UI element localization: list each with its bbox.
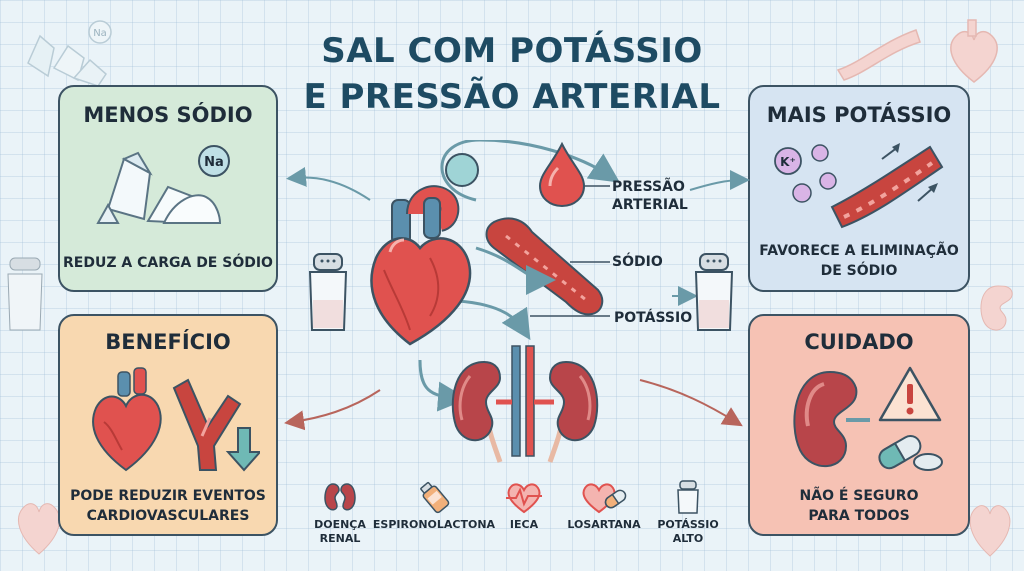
- k-badge: K⁺: [780, 155, 796, 169]
- legend-ieca: IECA: [474, 480, 574, 532]
- mais-potassio-text-line-1: FAVORECE A ELIMINAÇÃO: [759, 243, 959, 259]
- legend-losartana-line-1: LOSARTANA: [567, 518, 641, 531]
- medicine-bottle-icon: [420, 481, 450, 514]
- legend-potassio-alto-line-2: ALTO: [672, 532, 704, 545]
- sodio-label: SÓDIO: [612, 254, 663, 270]
- legend-losartana: LOSARTANA: [554, 480, 654, 532]
- legend-doenca-renal-line-2: RENAL: [319, 532, 361, 545]
- beneficio-text-line-2: CARDIOVASCULARES: [86, 508, 250, 524]
- salt-shaker-right-icon: [694, 253, 734, 331]
- legend-espironolactona: ESPIRONOLACTONA: [372, 480, 496, 532]
- arrow-to-menos-sodio: [286, 166, 371, 201]
- page-title: SAL COM POTÁSSIO E PRESSÃO ARTERIAL: [250, 28, 774, 120]
- beneficio-text: PODE REDUZIR EVENTOS CARDIOVASCULARES: [60, 486, 276, 526]
- mais-potassio-title: MAIS POTÁSSIO: [766, 103, 952, 127]
- beneficio-text-line-1: PODE REDUZIR EVENTOS: [70, 488, 266, 504]
- legend-ieca-line-1: IECA: [509, 518, 539, 531]
- cuidado-text-line-2: PARA TODOS: [808, 508, 910, 524]
- legend-potassio-alto: POTÁSSIO ALTO: [638, 480, 738, 546]
- kidneys-icon: [451, 345, 599, 463]
- potassium-vessel-icon: K⁺: [774, 143, 944, 229]
- central-diagram: [284, 140, 750, 463]
- heart-pill-icon: [582, 483, 627, 514]
- beneficio-card: BENEFÍCIO PODE REDUZIR EVENTOS CARDIOVAS…: [58, 314, 278, 536]
- salt-shaker-left-icon: [308, 253, 348, 331]
- arrow-to-mais-potassio: [689, 170, 750, 191]
- salt-shaker-decor-icon: [7, 257, 43, 331]
- legend-espironolactona-line-1: ESPIRONOLACTONA: [372, 518, 496, 531]
- cuidado-text-line-1: NÃO É SEGURO: [799, 488, 919, 504]
- mais-potassio-card: MAIS POTÁSSIO K⁺ FAVORECE A ELIMINAÇÃO D…: [748, 85, 970, 292]
- heart-pulse-icon: [506, 483, 542, 514]
- potassio-label: POTÁSSIO: [614, 310, 693, 326]
- legend-doenca-renal: DOENÇA RENAL: [290, 480, 390, 546]
- heart-decor-icon-bottom-right: [969, 505, 1011, 557]
- cuidado-text: NÃO É SEGURO PARA TODOS: [750, 486, 968, 526]
- heart-icon: [370, 185, 472, 346]
- menos-sodio-text: REDUZ A CARGA DE SÓDIO: [63, 255, 273, 271]
- corner-na-badge: Na: [93, 28, 107, 39]
- salt-crystals-icon: Na: [96, 145, 230, 225]
- cuidado-title: CUIDADO: [804, 330, 914, 354]
- heart-decor-icon: [950, 19, 998, 83]
- blood-drop-icon: [538, 141, 586, 208]
- title-line-1: SAL COM POTÁSSIO: [321, 31, 703, 71]
- title-line-2: E PRESSÃO ARTERIAL: [303, 77, 721, 117]
- crystals-decor-icon: Na: [27, 20, 112, 87]
- pressao-label-line-2: ARTERIAL: [612, 197, 688, 213]
- menos-sodio-card: MENOS SÓDIO Na REDUZ A CARGA DE SÓDIO: [58, 85, 278, 292]
- cuidado-card: CUIDADO NÃO É SEGURO PARA TODOS: [748, 314, 970, 536]
- arrow-to-beneficio: [284, 389, 381, 431]
- mais-potassio-text-line-2: DE SÓDIO: [820, 263, 898, 279]
- salt-shaker-icon: [677, 480, 699, 514]
- pressao-arterial-label: PRESSÃO ARTERIAL: [612, 178, 688, 214]
- kidney-warning-pill-icon: [793, 366, 943, 471]
- legend-doenca-renal-line-1: DOENÇA: [314, 518, 366, 531]
- kidney-decor-icon: [980, 285, 1013, 331]
- mais-potassio-text: FAVORECE A ELIMINAÇÃO DE SÓDIO: [750, 241, 968, 281]
- vessel-decor-icon: [836, 29, 921, 81]
- beneficio-title: BENEFÍCIO: [105, 330, 231, 354]
- heart-vessel-arrow-icon: [92, 367, 260, 472]
- arrow-to-cuidado: [639, 379, 743, 427]
- na-badge: Na: [204, 155, 224, 170]
- pressao-label-line-1: PRESSÃO: [612, 179, 685, 195]
- legend-potassio-alto-line-1: POTÁSSIO: [657, 518, 719, 531]
- kidney-icon: [324, 483, 356, 511]
- menos-sodio-title: MENOS SÓDIO: [83, 103, 253, 127]
